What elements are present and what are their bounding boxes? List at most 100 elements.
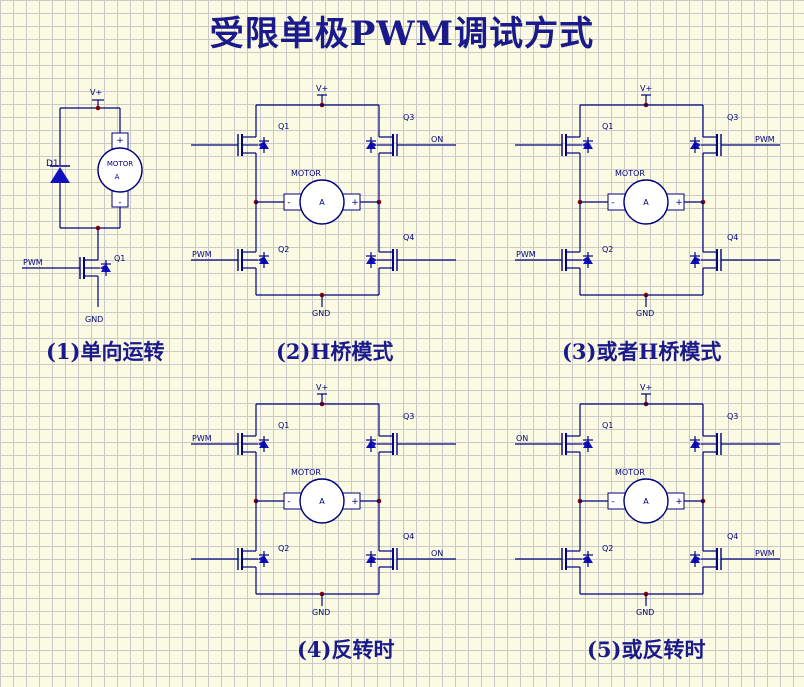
junction-dot xyxy=(95,105,101,111)
motor-minus: - xyxy=(287,198,290,208)
label-q3: Q3 xyxy=(403,412,414,421)
label-q2: Q2 xyxy=(278,245,289,254)
motor-plus: + xyxy=(116,136,124,146)
mosfet-q4: Q4 xyxy=(366,233,414,285)
caption-circuit-1: (1)单向运转 xyxy=(46,339,165,364)
signal-q3-label: PWM xyxy=(755,135,775,144)
label-q2: Q2 xyxy=(602,544,613,553)
mosfet-q3: Q3 xyxy=(366,113,414,170)
motor-minus: - xyxy=(287,497,290,507)
motor-minus: - xyxy=(118,198,121,208)
motor-symbol: A-+MOTOR xyxy=(607,468,685,524)
diode-icon xyxy=(50,167,70,183)
signal-q2-label: PWM xyxy=(516,250,536,259)
motor-symbol-letter: A xyxy=(319,497,325,506)
motor-body xyxy=(299,478,345,524)
channel-arrow-icon xyxy=(258,556,263,562)
motor-symbol: A - + MOTOR xyxy=(283,468,361,524)
motor-symbol-letter: A xyxy=(319,198,325,207)
mosfet-q3: Q3 xyxy=(690,412,738,469)
single-direction-circuit: V+ D1 MOTOR A + - Q1 PWM GND xyxy=(22,88,143,324)
label-q3: Q3 xyxy=(727,113,738,122)
channel-arrow-icon xyxy=(696,257,701,263)
gnd-label: GND xyxy=(312,309,330,318)
vplus-label: V+ xyxy=(640,383,652,392)
motor-symbol-letter: A xyxy=(643,198,649,207)
label-q4: Q4 xyxy=(403,233,414,242)
channel-arrow-icon xyxy=(258,441,263,447)
channel-arrow-icon xyxy=(258,142,263,148)
mosfet-q1: Q1 xyxy=(561,120,613,170)
vplus-label: V+ xyxy=(90,88,102,97)
mosfet-q1: Q1 xyxy=(237,419,289,469)
channel-arrow-icon xyxy=(372,257,377,263)
label-q1: Q1 xyxy=(278,122,289,131)
mosfet-q1: Q1 xyxy=(561,419,613,469)
motor-label: MOTOR xyxy=(291,468,321,477)
label-q1: Q1 xyxy=(114,254,125,263)
caption-circuit-3: (3)或者H桥模式 xyxy=(562,339,722,364)
signal-pwm-label: PWM xyxy=(23,258,43,267)
channel-arrow-icon xyxy=(582,441,587,447)
vplus-label: V+ xyxy=(316,383,328,392)
mosfet-q3: Q3 xyxy=(690,113,738,170)
motor-label: MOTOR xyxy=(291,169,321,178)
motor-plus: + xyxy=(351,198,359,208)
signal-q4-label: ON xyxy=(431,549,443,558)
motor-symbol: A-+MOTOR xyxy=(607,169,685,225)
signal-q2-label: PWM xyxy=(192,250,212,259)
motor-label: MOTOR xyxy=(615,169,645,178)
caption-circuit-4: (4)反转时 xyxy=(297,637,395,662)
motor-plus: + xyxy=(675,497,683,507)
label-q3: Q3 xyxy=(727,412,738,421)
caption-circuit-5: (5)或反转时 xyxy=(587,637,706,662)
label-q2: Q2 xyxy=(602,245,613,254)
gnd-label: GND xyxy=(85,315,103,324)
motor-body xyxy=(623,478,669,524)
channel-arrow-icon xyxy=(582,142,587,148)
channel-arrow-icon xyxy=(258,257,263,263)
diode-label: D1 xyxy=(46,159,59,169)
vplus-label: V+ xyxy=(640,84,652,93)
mosfet-q4: Q4 xyxy=(690,233,738,285)
mosfet-q4: Q4 xyxy=(366,532,414,584)
mosfet-q2: Q2 xyxy=(561,235,613,285)
channel-arrow-icon xyxy=(582,257,587,263)
motor-label: MOTOR xyxy=(107,160,133,168)
motor-plus: + xyxy=(351,497,359,507)
channel-arrow-icon xyxy=(372,441,377,447)
mosfet-q2: Q2 xyxy=(237,534,289,584)
motor-body xyxy=(299,179,345,225)
motor-symbol-letter: A xyxy=(643,497,649,506)
channel-arrow-icon xyxy=(100,265,105,271)
label-q1: Q1 xyxy=(602,421,613,430)
gnd-label: GND xyxy=(636,608,654,617)
channel-arrow-icon xyxy=(372,556,377,562)
motor-symbol: A - + MOTOR xyxy=(283,169,361,225)
gnd-label: GND xyxy=(312,608,330,617)
signal-q4-label: PWM xyxy=(755,549,775,558)
mosfet-q2: Q2 xyxy=(561,534,613,584)
channel-arrow-icon xyxy=(372,142,377,148)
label-q2: Q2 xyxy=(278,544,289,553)
label-q1: Q1 xyxy=(602,122,613,131)
motor-symbol-letter: A xyxy=(115,173,120,181)
label-q4: Q4 xyxy=(403,532,414,541)
channel-arrow-icon xyxy=(582,556,587,562)
gnd-label: GND xyxy=(636,309,654,318)
label-q4: Q4 xyxy=(727,532,738,541)
signal-q3-label: ON xyxy=(431,135,443,144)
mosfet-q2: Q2 xyxy=(237,235,289,285)
motor-body xyxy=(97,147,143,193)
channel-arrow-icon xyxy=(696,556,701,562)
motor-plus: + xyxy=(675,198,683,208)
mosfet-q1: Q1 xyxy=(237,120,289,170)
label-q3: Q3 xyxy=(403,113,414,122)
caption-circuit-2: (2)H桥模式 xyxy=(276,339,394,364)
channel-arrow-icon xyxy=(696,441,701,447)
